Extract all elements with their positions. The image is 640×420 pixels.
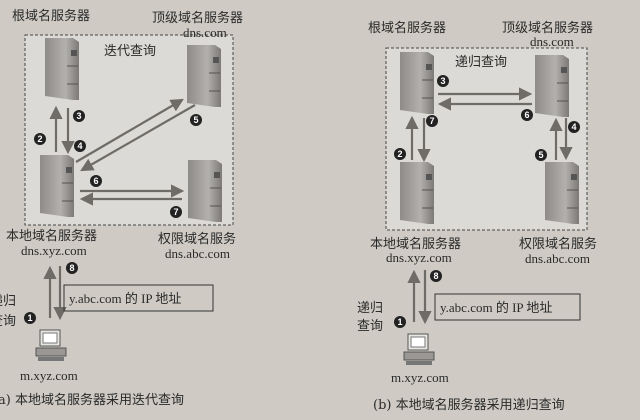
root-server-label: 根域名服务器 xyxy=(12,8,90,24)
mode-label: 迭代查询 xyxy=(104,44,156,59)
mode-label: 递归查询 xyxy=(455,55,507,70)
svg-text:4: 4 xyxy=(571,122,576,132)
svg-text:6: 6 xyxy=(93,176,98,186)
svg-text:5: 5 xyxy=(538,150,543,160)
client-query-label: 递归 xyxy=(0,294,16,309)
tld-server-icon xyxy=(186,44,222,108)
answer-box xyxy=(434,293,581,321)
local-server-label: 本地域名服务器 xyxy=(6,228,97,244)
svg-text:8: 8 xyxy=(69,263,74,273)
tld-server-label: 顶级域名服务器 xyxy=(502,20,593,36)
step-badges: 1 2 3 4 5 6 7 8 xyxy=(24,110,202,324)
svg-text:1: 1 xyxy=(397,317,402,327)
root-server-label: 根域名服务器 xyxy=(368,20,446,36)
answer-text: y.abc.com 的 IP 地址 xyxy=(69,291,181,306)
svg-text:7: 7 xyxy=(173,207,178,217)
panel-b-recursive: 根域名服务器 顶级域名服务器 dns.com 递归查询 1 2 3 4 5 6 … xyxy=(357,20,597,413)
auth-server-icon xyxy=(187,159,223,223)
tld-server-label: 顶级域名服务器 xyxy=(152,10,243,26)
answer-text: y.abc.com 的 IP 地址 xyxy=(440,300,552,315)
local-server-label: 本地域名服务器 xyxy=(370,236,461,252)
panel-a-iterative: 根域名服务器 顶级域名服务器 dns.com 迭代查询 1 2 3 4 5 6 … xyxy=(0,8,243,408)
root-server-icon xyxy=(399,51,435,115)
svg-text:2: 2 xyxy=(397,149,402,159)
tld-server-icon xyxy=(534,54,570,118)
step-badges: 1 2 3 4 5 6 7 8 xyxy=(394,75,580,328)
client-query-label: 递归 xyxy=(357,301,383,316)
svg-text:8: 8 xyxy=(433,271,438,281)
tld-host: dns.com xyxy=(183,25,227,40)
svg-text:3: 3 xyxy=(76,111,81,121)
client-computer-icon xyxy=(403,333,435,366)
root-server-icon xyxy=(44,37,80,101)
client-host: m.xyz.com xyxy=(20,368,78,383)
svg-text:5: 5 xyxy=(193,115,198,125)
client-host: m.xyz.com xyxy=(391,370,449,385)
auth-server-label: 权限域名服务 xyxy=(158,231,236,247)
svg-text:7: 7 xyxy=(429,116,434,126)
client-computer-icon xyxy=(35,329,67,362)
answer-box xyxy=(63,284,214,312)
svg-text:4: 4 xyxy=(77,141,82,151)
svg-text:查询: 查询 xyxy=(0,314,16,329)
caption-a: a) 本地域名服务器采用迭代查询 xyxy=(0,392,184,408)
auth-server-icon xyxy=(544,161,580,225)
auth-host: dns.abc.com xyxy=(525,251,590,266)
local-host: dns.xyz.com xyxy=(21,243,87,258)
svg-text:1: 1 xyxy=(27,313,32,323)
auth-host: dns.abc.com xyxy=(165,246,230,261)
local-server-icon xyxy=(39,154,75,218)
svg-text:查询: 查询 xyxy=(357,319,383,334)
tld-host: dns.com xyxy=(530,34,574,49)
local-host: dns.xyz.com xyxy=(386,250,452,265)
svg-text:2: 2 xyxy=(37,134,42,144)
arrow-step-5 xyxy=(80,104,196,172)
caption-b: (b) 本地域名服务器采用递归查询 xyxy=(373,397,565,413)
svg-text:6: 6 xyxy=(524,110,529,120)
auth-server-label: 权限域名服务 xyxy=(519,236,597,252)
arrow-step-4 xyxy=(75,98,184,163)
local-server-icon xyxy=(399,161,435,225)
svg-text:3: 3 xyxy=(440,76,445,86)
